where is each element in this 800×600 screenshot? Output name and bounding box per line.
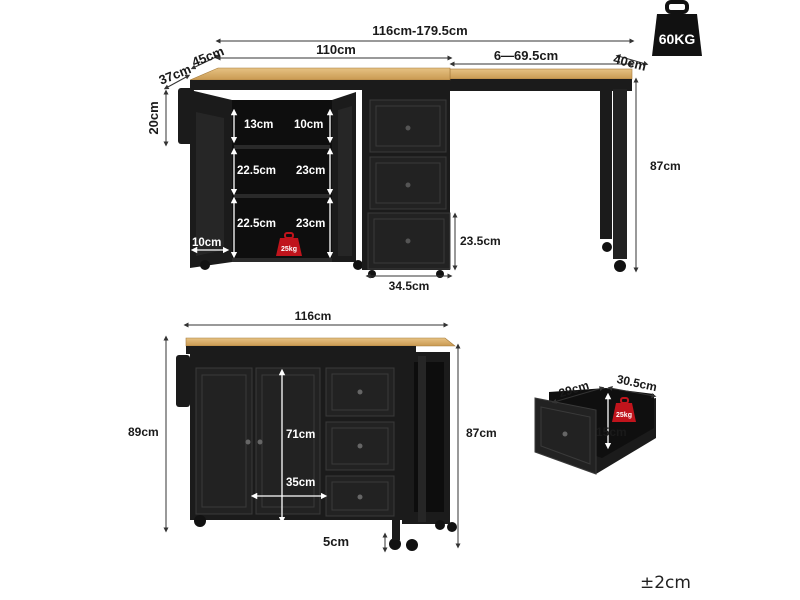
main-table-top [189,67,451,81]
weight-icon: 60KG [652,0,702,56]
extension-apron [450,79,632,91]
drawer-width-label: 34.5cm [389,279,430,293]
front-interior-dimensions: 71cm 35cm [250,368,328,524]
extension-leg-back [600,89,612,239]
shelf-gap-mid-left-label: 22.5cm [237,165,276,177]
shelf-gap-bot-right-label: 23cm [296,218,325,230]
front-width-label: 116cm [295,309,332,323]
rack-height-label: 20cm [146,101,161,134]
right-door [255,367,321,515]
front-side-rack [176,355,190,407]
front-table-top [185,337,456,347]
shelf [234,194,330,198]
extension-leg-front [613,89,627,259]
caster-height-label: 5cm [323,534,349,549]
shelf-gap-top-right-label: 10cm [294,119,323,131]
load-badge-icon: 25kg [276,232,302,256]
caster [614,260,626,272]
cabinet-inner-height-label: 71cm [286,429,315,441]
weight-label: 60KG [659,31,696,47]
shelf-gap-top-left-label: 13cm [244,119,273,131]
drawer-load-label: 25kg [616,412,632,419]
tolerance-label: ±2cm [640,573,691,593]
cabinet-interior [232,100,332,260]
total-height-label: 87cm [650,159,681,173]
shelf-gap-mid-right-label: 23cm [296,165,325,177]
shelf-gap-bot-left-label: 22.5cm [237,218,276,230]
caster [602,242,612,252]
side-depth-label: 37cm [157,61,193,87]
left-door [195,367,253,515]
main-length-label: 110cm [316,42,356,57]
top-depth-label: 45cm [190,43,226,69]
shelf-load-label: 25kg [281,246,297,253]
extension-table-top [449,68,633,80]
drawer-load-badge-icon: 25kg [612,397,636,422]
shelf [234,145,330,149]
interior-dimensions: 13cm 10cm 22.5cm 23cm 22.5cm 23cm 10cm [190,108,334,259]
door-rack [196,112,224,256]
closed-cabinet-illustration [176,337,457,551]
drawer-height-label: 23.5cm [460,234,501,248]
height-with-rack-label: 89cm [128,425,159,439]
extension-length-label: 6—69.5cm [494,48,558,63]
drawer-height-detail-label: 15cm [596,425,627,439]
overall-length-label: 116cm-179.5cm [372,23,467,38]
open-cabinet-illustration [178,67,633,278]
front-height-label: 87cm [466,426,497,440]
main-apron [190,80,450,90]
cabinet-inner-width-label: 35cm [286,477,315,489]
top-view-dimensions: 116cm-179.5cm 110cm 6—69.5cm 40cm 45cm 3… [146,23,681,293]
shelf [232,258,332,262]
front-view-dimensions: 116cm 89cm 87cm 5cm [128,309,497,553]
door-rack-depth-label: 10cm [192,237,221,249]
